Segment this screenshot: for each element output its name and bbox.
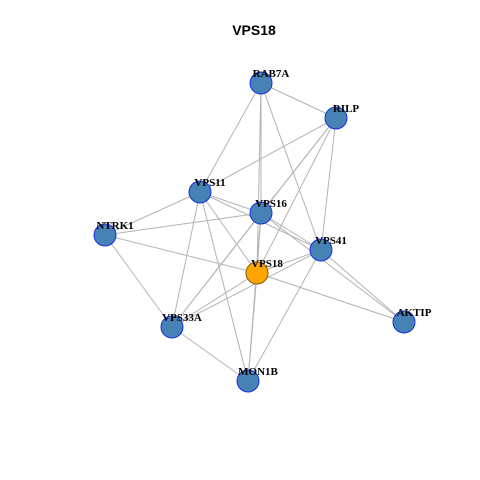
edge-vps16-aktip — [260, 212, 405, 323]
edge-rilp-vps18 — [256, 117, 337, 274]
node-label: VPS33A — [162, 312, 202, 324]
node-rab7a: RAB7A — [249, 68, 290, 95]
node-vps33a: VPS33A — [160, 312, 202, 339]
nodes-layer: RAB7A RILP VPS11VPS16NTRK1VPS41VPS18VPS33A… — [93, 68, 432, 393]
graph-title: VPS18 — [232, 22, 276, 38]
edge-vps41-mon1b — [247, 249, 322, 382]
node-circle — [160, 315, 184, 339]
edge-rab7a-vps18 — [256, 82, 262, 274]
node-ntrk1: NTRK1 — [93, 220, 134, 247]
node-circle — [309, 238, 333, 262]
node-label: VPS11 — [194, 177, 225, 189]
edge-vps18-mon1b — [247, 272, 258, 382]
node-vps18: VPS18 — [245, 258, 283, 285]
edge-rilp-vps41 — [320, 117, 337, 251]
node-label: RILP — [333, 103, 360, 115]
node-circle — [324, 106, 348, 130]
edge-vps16-vps41 — [260, 212, 322, 251]
node-circle — [188, 180, 212, 204]
node-circle — [245, 261, 269, 285]
edge-rab7a-rilp — [260, 82, 337, 119]
edge-vps41-vps33a — [171, 249, 322, 328]
node-circle — [249, 71, 273, 95]
node-vps11: VPS11 — [188, 177, 226, 204]
node-label: MON1B — [238, 366, 278, 378]
node-vps41: VPS41 — [309, 235, 347, 262]
edge-vps16-ntrk1 — [104, 212, 262, 236]
node-aktip: AKTIP — [392, 307, 432, 334]
node-label: NTRK1 — [96, 220, 133, 232]
edge-vps18-vps33a — [171, 272, 258, 328]
edge-vps11-vps33a — [171, 191, 201, 328]
node-circle — [249, 201, 273, 225]
edge-vps16-vps33a — [171, 212, 262, 328]
node-label: AKTIP — [397, 307, 432, 319]
node-circle — [392, 310, 416, 334]
edge-rab7a-vps41 — [260, 82, 322, 251]
node-circle — [93, 223, 117, 247]
edge-vps11-vps18 — [199, 191, 258, 274]
node-mon1b: MON1B — [236, 366, 279, 393]
edge-ntrk1-vps33a — [104, 234, 173, 328]
edge-vps18-aktip — [256, 272, 405, 323]
edges-layer — [104, 82, 405, 382]
edge-vps11-ntrk1 — [104, 191, 201, 236]
edge-vps41-aktip — [320, 249, 405, 323]
edge-vps33a-mon1b — [171, 326, 249, 382]
node-label: RAB7A — [253, 68, 290, 80]
edge-vps11-mon1b — [199, 191, 249, 382]
edge-ntrk1-vps18 — [104, 234, 258, 274]
node-label: VPS18 — [251, 258, 283, 270]
node-label: VPS41 — [315, 235, 347, 247]
edge-rilp-vps11 — [199, 117, 337, 193]
node-circle — [236, 369, 260, 393]
node-label: VPS16 — [255, 198, 287, 210]
node-rilp: RILP — [324, 103, 360, 130]
edge-rab7a-vps11 — [199, 82, 262, 193]
node-vps16: VPS16 — [249, 198, 287, 225]
